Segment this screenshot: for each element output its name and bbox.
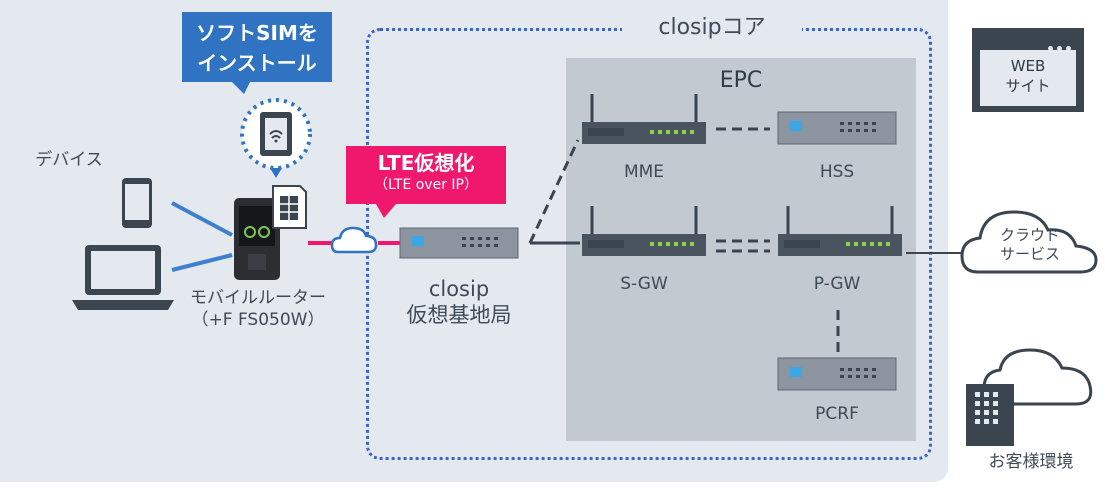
- softsim-callout-line2: インストール: [197, 51, 317, 75]
- web-site-label: WEB サイト: [980, 56, 1076, 96]
- mme-router-icon: [582, 94, 706, 144]
- pgw-router-icon: [778, 206, 902, 256]
- laptop-icon: [72, 245, 174, 310]
- web-site-icon: WEB サイト: [972, 28, 1084, 112]
- hss-label: HSS: [819, 162, 855, 182]
- cloud-service-line2: サービス: [999, 245, 1060, 263]
- web-site-line2: サイト: [1005, 77, 1051, 95]
- closip-appliance-icon: [399, 227, 519, 259]
- smartphone-icon: [122, 178, 152, 228]
- closip-label: closip: [428, 277, 490, 301]
- softsim-callout-line1: ソフトSIMを: [196, 21, 318, 45]
- router-name-label: モバイルルーター: [190, 288, 326, 308]
- core-title: closipコア: [622, 14, 802, 42]
- closip-mme-link: [528, 139, 580, 244]
- sgw-label: S-GW: [620, 274, 668, 294]
- cloud-service-icon: [960, 210, 1098, 274]
- pgw-label: P-GW: [813, 274, 861, 294]
- pcrf-server-icon: [777, 357, 897, 391]
- lte-callout-line1: LTE仮想化: [377, 151, 475, 175]
- lte-callout-line2: （LTE over IP）: [374, 177, 478, 193]
- softsim-callout-tail: [232, 82, 250, 94]
- cloud-service-line1: クラウド: [999, 226, 1060, 244]
- laptop-link: [171, 253, 233, 272]
- softsim-bubble-icon: [240, 98, 312, 178]
- router-model-label: （+F FS050W）: [191, 310, 325, 330]
- window-dots: [1044, 36, 1074, 51]
- hss-server-icon: [777, 111, 897, 145]
- web-site-line1: WEB: [1010, 57, 1046, 75]
- lte-callout-tail: [376, 204, 396, 218]
- small-cloud-icon: [330, 226, 378, 254]
- mobile-router-icon: [234, 198, 280, 280]
- epc-title: EPC: [719, 68, 763, 93]
- cloud-service-label: クラウド サービス: [980, 226, 1080, 264]
- customer-env-label: お客様環境: [988, 452, 1074, 472]
- lte-callout: LTE仮想化 （LTE over IP）: [346, 146, 506, 204]
- softsim-callout: ソフトSIMを インストール: [182, 12, 332, 82]
- pcrf-label: PCRF: [815, 404, 859, 424]
- devices-label: デバイス: [35, 150, 103, 170]
- sgw-router-icon: [582, 206, 706, 256]
- mme-label: MME: [623, 162, 665, 182]
- sim-card-icon: [272, 185, 307, 229]
- closip-sub-label: 仮想基地局: [406, 303, 512, 327]
- building-icon: [966, 384, 1014, 446]
- phone-link: [171, 201, 233, 237]
